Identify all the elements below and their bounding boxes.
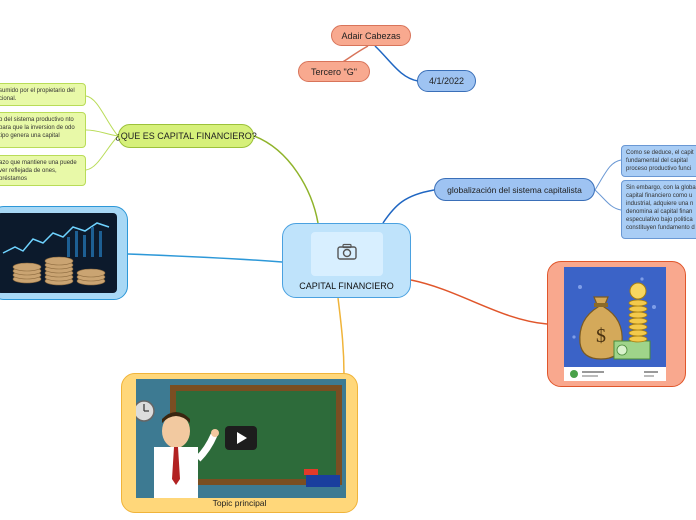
left-topic-note-1[interactable]: sumido por el propietario del cional. [0,83,86,106]
link-central-money [411,280,547,324]
author-node[interactable]: Adair Cabezas [331,25,411,46]
link-central-stock [128,254,282,262]
video-node[interactable]: Topic principal [121,373,358,513]
left-topic-note-2[interactable]: o del sistema productivo nto para que la… [0,112,86,148]
date-node[interactable]: 4/1/2022 [417,70,476,92]
left-topic-note-3[interactable]: azo que mantiene una puede ver reflejada… [0,155,86,186]
central-node[interactable]: CAPITAL FINANCIERO [282,223,411,298]
central-title: CAPITAL FINANCIERO [283,281,410,291]
stock-image-node[interactable] [0,206,128,300]
stock-coins-image [0,213,117,293]
play-button[interactable] [225,426,257,450]
link-central-right-topic [383,190,434,223]
grade-node[interactable]: Tercero "G" [298,61,370,82]
link-right-note-1 [595,160,621,190]
link-author-date [375,46,418,81]
play-icon [237,432,247,444]
right-topic-note-2[interactable]: Sin embargo, con la globa capital financ… [621,180,696,239]
right-topic-node[interactable]: globalización del sistema capitalista [434,178,595,201]
money-image-node[interactable]: $ [547,261,686,387]
video-caption: Topic principal [122,498,357,508]
link-central-left-topic [254,136,318,223]
link-central-video [338,298,344,375]
left-topic-node[interactable]: ¿QUE ES CAPITAL FINANCIERO? [118,124,254,148]
central-image-placeholder [311,232,383,276]
link-right-note-2 [595,190,621,210]
link-left-note-3 [86,136,118,170]
camera-icon [336,243,358,266]
right-topic-note-1[interactable]: Como se deduce, el capit fundamental del… [621,145,696,177]
link-left-note-2 [86,130,118,136]
money-bag-image: $ [564,267,666,381]
svg-text:$: $ [596,325,606,347]
